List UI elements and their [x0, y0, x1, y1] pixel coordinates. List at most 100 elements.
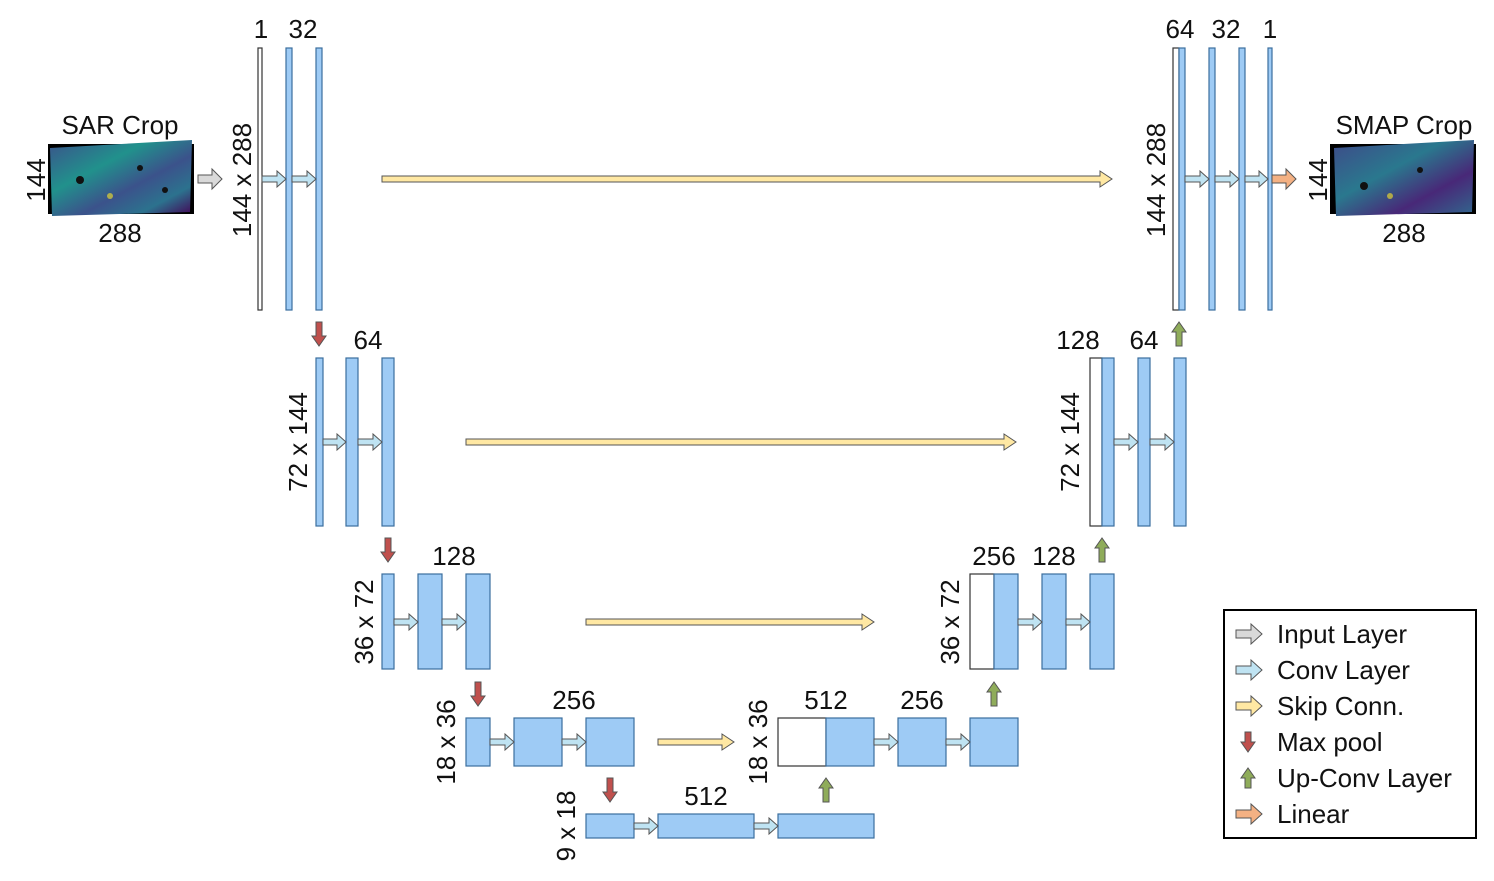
conv-arrow — [873, 732, 899, 752]
upconv-arrow — [1094, 537, 1110, 563]
arrow-layer — [197, 167, 1297, 836]
enc4-channels: 256 — [552, 685, 595, 715]
enc2-conv-map-1 — [345, 357, 359, 527]
skip-arrow — [381, 170, 1113, 188]
legend-conv-layer-label: Conv Layer — [1277, 655, 1410, 685]
legend-skip-conn-label: Skip Conn. — [1277, 691, 1404, 721]
legend-conv-layer-icon — [1235, 658, 1263, 682]
linear-arrow — [1271, 167, 1297, 191]
conv-arrow — [753, 816, 779, 836]
legend-input-layer-label: Input Layer — [1277, 619, 1407, 649]
enc1-conv-map-2 — [315, 47, 323, 311]
dec2-dims-label: 72 x 144 — [1055, 392, 1085, 492]
enc1-input-map — [257, 47, 263, 311]
legend-max-pool-label: Max pool — [1277, 727, 1383, 757]
dec2-upconv-map — [1101, 357, 1115, 527]
conv-arrow — [291, 169, 317, 189]
conv-arrow — [1149, 432, 1175, 452]
upconv-arrow — [1171, 321, 1187, 347]
dec4-channels-b: 256 — [900, 685, 943, 715]
dec3-upconv-map — [993, 573, 1019, 670]
dec4-upconv-map — [825, 717, 875, 767]
input-arrow — [197, 167, 223, 191]
input-width-label: 288 — [98, 218, 141, 248]
skip-arrow — [585, 613, 875, 631]
enc3-conv-map-1 — [417, 573, 443, 670]
legend-linear-icon — [1235, 802, 1263, 826]
bottleneck-conv-map-1 — [657, 813, 755, 839]
conv-arrow — [561, 732, 587, 752]
conv-arrow — [633, 816, 659, 836]
upconv-arrow — [986, 681, 1002, 707]
conv-arrow — [393, 612, 419, 632]
sar-input-image — [48, 140, 194, 216]
dec1-channels-b: 32 — [1212, 14, 1241, 44]
conv-arrow — [357, 432, 383, 452]
dec1-conv-map-2 — [1238, 47, 1246, 311]
input-height-label: 144 — [21, 158, 51, 201]
dec3-skip-map — [969, 573, 995, 670]
skip-arrow — [465, 433, 1017, 451]
dec1-dims-label: 144 x 288 — [1141, 123, 1171, 237]
legend-up-conv-layer-label: Up-Conv Layer — [1277, 763, 1452, 793]
maxpool-arrow — [380, 537, 396, 563]
conv-arrow — [261, 169, 287, 189]
output-width-label: 288 — [1382, 218, 1425, 248]
dec1-channels-a: 64 — [1166, 14, 1195, 44]
conv-arrow — [1017, 612, 1043, 632]
dec2-channels-b: 64 — [1130, 325, 1159, 355]
dec2-skip-map — [1089, 357, 1103, 527]
legend-max-pool-icon — [1240, 731, 1256, 753]
dec1-conv-map-1 — [1208, 47, 1216, 311]
dec2-channels-a: 128 — [1056, 325, 1099, 355]
conv-arrow — [945, 732, 971, 752]
enc2-conv-map-2 — [381, 357, 395, 527]
legend-skip-conn-icon — [1235, 694, 1263, 718]
dec1-channels-c: 1 — [1263, 14, 1277, 44]
dec4-dims-label: 18 x 36 — [743, 699, 773, 784]
legend-box — [1223, 609, 1477, 839]
enc3-channels: 128 — [432, 541, 475, 571]
conv-arrow — [322, 432, 347, 452]
dec3-channels-b: 128 — [1032, 541, 1075, 571]
conv-arrow — [1184, 169, 1210, 189]
bottleneck-dims-label: 9 x 18 — [551, 791, 581, 862]
enc3-conv-map-2 — [465, 573, 491, 670]
legend-up-conv-layer-icon — [1240, 767, 1256, 789]
legend-input-layer-icon — [1235, 622, 1263, 646]
dec4-skip-map — [777, 717, 827, 767]
conv-arrow — [1113, 432, 1139, 452]
maxpool-arrow — [602, 777, 618, 803]
skip-arrow — [657, 733, 735, 751]
dec1-upconv-map — [1178, 47, 1186, 311]
legend-linear-label: Linear — [1277, 799, 1350, 829]
bottleneck-channels: 512 — [684, 781, 727, 811]
smap-output-image — [1330, 140, 1476, 216]
conv-arrow — [489, 732, 515, 752]
dec2-conv-map-2 — [1173, 357, 1187, 527]
enc2-channels: 64 — [354, 325, 383, 355]
conv-arrow — [441, 612, 467, 632]
enc4-conv-map-2 — [585, 717, 635, 767]
maxpool-arrow — [311, 321, 327, 347]
upconv-arrow — [818, 777, 834, 803]
dec1-skip-map — [1172, 47, 1180, 311]
enc1-channels-a: 1 — [254, 14, 268, 44]
dec2-conv-map-1 — [1137, 357, 1151, 527]
dec4-conv-map-1 — [897, 717, 947, 767]
enc1-conv-map-1 — [285, 47, 293, 311]
dec3-conv-map-1 — [1041, 573, 1067, 670]
conv-arrow — [1244, 169, 1269, 189]
enc3-pool-map — [381, 573, 395, 670]
bottleneck-conv-map-2 — [777, 813, 875, 839]
conv-arrow — [1065, 612, 1091, 632]
enc4-pool-map — [465, 717, 491, 767]
enc2-dims-label: 72 x 144 — [283, 392, 313, 492]
enc4-conv-map-1 — [513, 717, 563, 767]
maxpool-arrow — [470, 681, 486, 707]
dec3-conv-map-2 — [1089, 573, 1115, 670]
output-height-label: 144 — [1303, 158, 1333, 201]
enc3-dims-label: 36 x 72 — [349, 579, 379, 664]
